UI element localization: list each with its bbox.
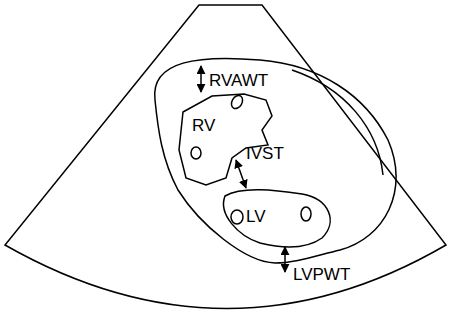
heart-outline [155, 58, 396, 263]
lv-epicardium [292, 70, 383, 175]
wall-label: LVPWT [293, 266, 350, 283]
chamber-label: LV [246, 208, 266, 225]
chamber-label: RV [192, 117, 215, 134]
rvawt-arrow [200, 66, 202, 92]
lvpwt-arrow [284, 247, 286, 272]
lv-cavity [224, 190, 331, 247]
rv-cavity [179, 94, 272, 185]
papillary-muscle [231, 210, 243, 224]
papillary-muscle [301, 207, 311, 221]
trabecula [191, 147, 201, 159]
wall-label: IVST [246, 145, 284, 162]
echo-sector [5, 5, 446, 309]
wall-label: RVAWT [209, 72, 268, 89]
ivst-arrow [236, 160, 246, 188]
trabecula [229, 93, 245, 110]
